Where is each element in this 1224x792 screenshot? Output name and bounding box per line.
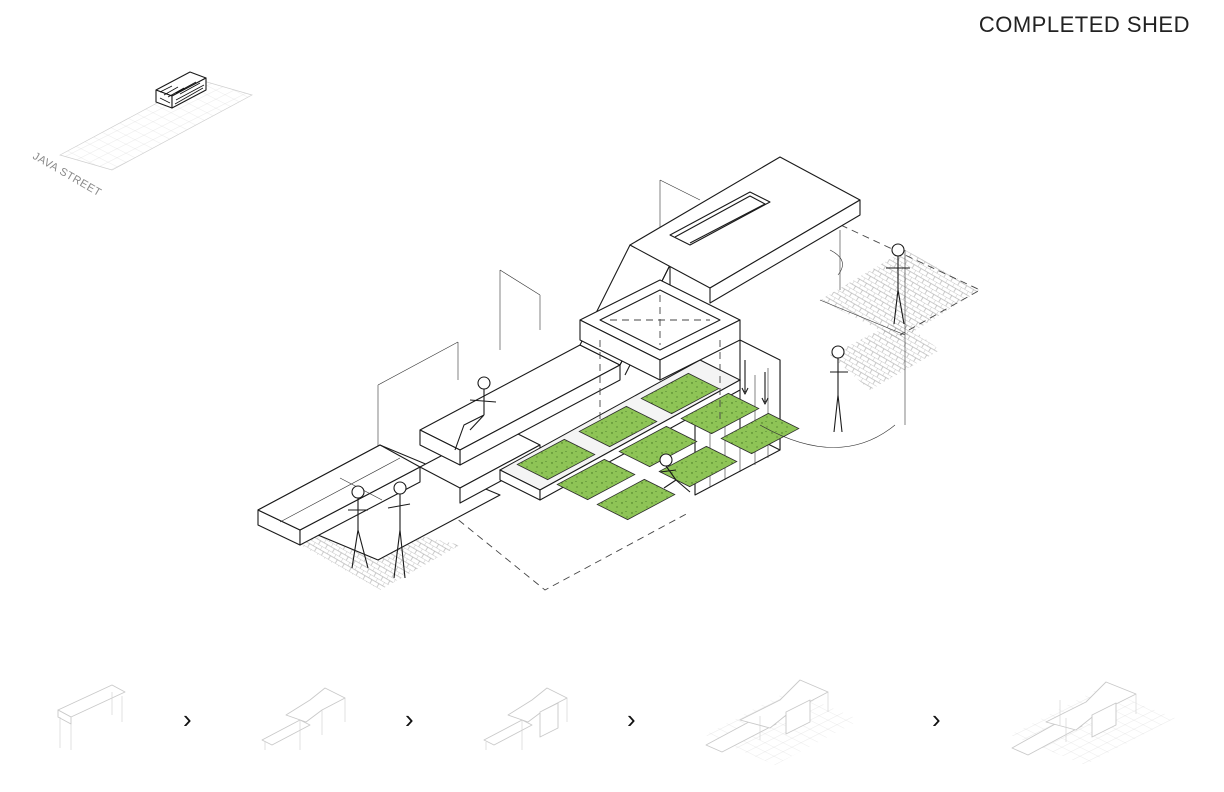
sequence-step-4	[705, 679, 860, 765]
site-key: JAVA STREET	[31, 71, 253, 199]
figure-standing-far	[886, 243, 910, 325]
sequence-arrow-4: ›	[932, 704, 941, 734]
site-key-shed-block	[155, 71, 207, 109]
page-title: COMPLETED SHED	[978, 12, 1190, 37]
sequence-arrow-3: ›	[627, 704, 636, 734]
sequence-arrow-1: ›	[183, 704, 192, 734]
planter-tile	[556, 458, 636, 501]
door-swing-arc	[759, 424, 896, 448]
figure-standing-right	[830, 345, 848, 433]
figure-sitting	[454, 376, 497, 451]
canopy-box	[579, 279, 741, 420]
frame-lines	[377, 179, 906, 470]
ground-paving-right	[820, 250, 980, 340]
mid-deck	[419, 344, 621, 504]
planter-tile	[596, 478, 676, 521]
figure-standing-left-2	[387, 481, 411, 579]
ground-paving-right-2	[830, 320, 940, 390]
sequence-step-2	[261, 687, 346, 750]
planter-tiles	[516, 372, 800, 521]
sequence-step-3	[483, 687, 568, 750]
completed-shed-axonometric	[257, 156, 981, 591]
figure-standing-left-1	[348, 485, 369, 569]
planter-tile	[640, 372, 720, 415]
sequence-step-5	[1010, 681, 1175, 765]
roof-pivot-arc	[829, 249, 843, 276]
footprint-dashed-front	[439, 504, 691, 591]
planter-tile	[658, 445, 738, 488]
sequence-step-1	[57, 684, 126, 750]
planter-tile	[720, 412, 800, 455]
assembly-sequence: › › › ›	[57, 679, 1175, 765]
planter-tile	[516, 438, 596, 481]
figure-crouching	[659, 453, 691, 493]
site-key-grid	[59, 79, 253, 171]
upper-roof-slab	[629, 156, 861, 304]
planter-tile	[618, 425, 698, 468]
planter-tile	[578, 405, 658, 448]
sequence-arrow-2: ›	[405, 704, 414, 734]
